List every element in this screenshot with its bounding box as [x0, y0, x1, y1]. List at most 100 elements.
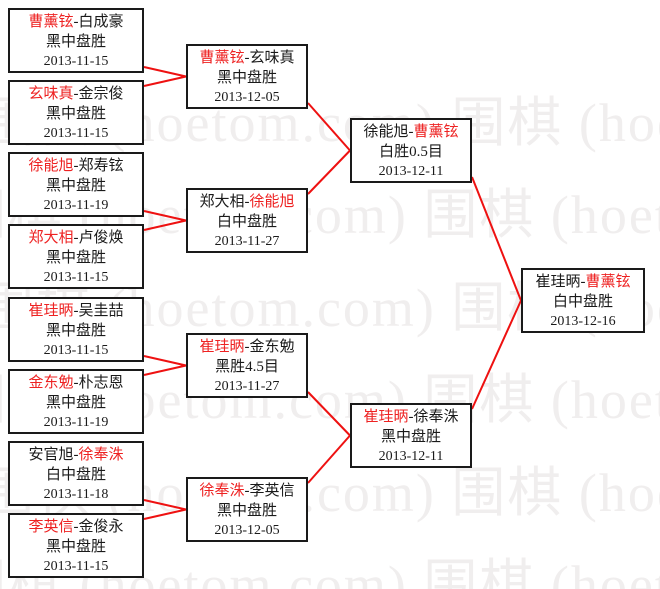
- match-result: 黑胜4.5目: [215, 359, 279, 375]
- match-players: 安官旭-徐奉洙: [10, 445, 142, 465]
- match-result: 黑中盘胜: [45, 250, 106, 266]
- match-box[interactable]: 曹薰铉-玄味真黑中盘胜 2013-12-05: [186, 44, 308, 109]
- match-result: 黑中盘胜: [45, 323, 106, 339]
- match-players: 郑大相-卢俊焕: [10, 228, 142, 248]
- match-name-separator: -: [73, 158, 79, 174]
- match-date: 2013-11-18: [43, 487, 109, 502]
- match-players: 崔珪昞-金东勉: [188, 337, 306, 357]
- match-players: 曹薰铉-白成豪: [10, 12, 142, 32]
- match-loser-name: 金俊永: [78, 519, 124, 535]
- match-winner-name: 曹薰铉: [413, 124, 459, 140]
- match-players: 李英信-金俊永: [10, 517, 142, 537]
- bracket-connector: [143, 219, 187, 231]
- match-date: 2013-11-19: [43, 415, 109, 430]
- match-box[interactable]: 李英信-金俊永黑中盘胜 2013-11-15: [8, 513, 144, 578]
- match-date: 2013-12-05: [214, 90, 280, 105]
- match-players: 崔珪昞-徐奉洙: [352, 407, 470, 427]
- match-loser-name: 郑寿铉: [78, 158, 124, 174]
- match-winner-name: 徐能旭: [28, 158, 74, 174]
- match-result: 黑中盘胜: [45, 34, 106, 50]
- match-date: 2013-11-15: [43, 126, 109, 141]
- match-name-separator: -: [73, 447, 79, 463]
- match-loser-name: 徐能旭: [363, 124, 409, 140]
- bracket-connector: [143, 66, 187, 78]
- match-loser-name: 白成豪: [78, 14, 124, 30]
- match-result: 白胜0.5目: [379, 144, 443, 160]
- match-winner-name: 曹薰铉: [28, 14, 74, 30]
- match-box[interactable]: 金东勉-朴志恩黑中盘胜 2013-11-19: [8, 369, 144, 434]
- match-name-separator: -: [580, 274, 586, 290]
- bracket-connector: [307, 391, 351, 437]
- match-name-separator: -: [73, 519, 79, 535]
- match-name-separator: -: [73, 375, 79, 391]
- match-date: 2013-12-11: [378, 164, 444, 179]
- match-winner-name: 徐奉洙: [199, 483, 245, 499]
- match-players: 徐能旭-郑寿铉: [10, 156, 142, 176]
- match-loser-name: 金宗俊: [78, 86, 124, 102]
- match-winner-name: 崔珪昞: [363, 409, 409, 425]
- match-winner-name: 李英信: [28, 519, 74, 535]
- match-name-separator: -: [73, 86, 79, 102]
- match-date: 2013-11-15: [43, 54, 109, 69]
- bracket-connector: [143, 364, 187, 376]
- match-players: 徐奉洙-李英信: [188, 481, 306, 501]
- match-box[interactable]: 安官旭-徐奉洙白中盘胜 2013-11-18: [8, 441, 144, 506]
- match-date: 2013-11-15: [43, 270, 109, 285]
- match-result: 白中盘胜: [45, 467, 106, 483]
- bracket-connector: [143, 210, 187, 222]
- match-loser-name: 玄味真: [249, 50, 295, 66]
- match-result: 黑中盘胜: [45, 106, 106, 122]
- match-players: 金东勉-朴志恩: [10, 373, 142, 393]
- bracket-connector: [143, 499, 187, 511]
- match-box[interactable]: 崔珪昞-金东勉黑胜4.5目 2013-11-27: [186, 333, 308, 398]
- match-result: 白中盘胜: [216, 214, 277, 230]
- match-date: 2013-11-15: [43, 343, 109, 358]
- match-winner-name: 曹薰铉: [199, 50, 245, 66]
- match-date: 2013-12-11: [378, 449, 444, 464]
- bracket-connector: [143, 508, 187, 520]
- match-winner-name: 金东勉: [28, 375, 74, 391]
- match-box[interactable]: 崔珪昞-吴圭喆黑中盘胜 2013-11-15: [8, 297, 144, 362]
- match-result: 黑中盘胜: [216, 70, 277, 86]
- match-players: 曹薰铉-玄味真: [188, 48, 306, 68]
- match-name-separator: -: [73, 14, 79, 30]
- match-loser-name: 李英信: [249, 483, 295, 499]
- match-name-separator: -: [244, 339, 250, 355]
- match-loser-name: 崔珪昞: [535, 274, 581, 290]
- match-box[interactable]: 崔珪昞-徐奉洙黑中盘胜 2013-12-11: [350, 403, 472, 468]
- match-loser-name: 朴志恩: [78, 375, 124, 391]
- bracket-connector: [143, 75, 187, 87]
- match-winner-name: 崔珪昞: [199, 339, 245, 355]
- bracket-connector: [307, 434, 351, 484]
- match-players: 崔珪昞-吴圭喆: [10, 301, 142, 321]
- match-date: 2013-12-05: [214, 523, 280, 538]
- match-winner-name: 曹薰铉: [585, 274, 631, 290]
- match-box[interactable]: 玄味真-金宗俊黑中盘胜 2013-11-15: [8, 80, 144, 145]
- match-result: 黑中盘胜: [45, 178, 106, 194]
- match-players: 玄味真-金宗俊: [10, 84, 142, 104]
- match-name-separator: -: [244, 483, 250, 499]
- match-box[interactable]: 曹薰铉-白成豪黑中盘胜 2013-11-15: [8, 8, 144, 73]
- match-result: 黑中盘胜: [45, 395, 106, 411]
- match-result: 黑中盘胜: [45, 539, 106, 555]
- match-result: 黑中盘胜: [380, 429, 441, 445]
- bracket-connector: [471, 176, 522, 301]
- bracket-connector: [143, 355, 187, 367]
- match-players: 郑大相-徐能旭: [188, 192, 306, 212]
- match-name-separator: -: [408, 409, 414, 425]
- match-winner-name: 玄味真: [28, 86, 74, 102]
- match-winner-name: 郑大相: [28, 230, 74, 246]
- match-box[interactable]: 郑大相-卢俊焕黑中盘胜 2013-11-15: [8, 224, 144, 289]
- bracket-connector: [307, 102, 351, 152]
- match-loser-name: 安官旭: [28, 447, 74, 463]
- match-date: 2013-11-15: [43, 559, 109, 574]
- match-loser-name: 金东勉: [249, 339, 295, 355]
- bracket-connector: [307, 149, 351, 195]
- match-date: 2013-11-27: [214, 379, 280, 394]
